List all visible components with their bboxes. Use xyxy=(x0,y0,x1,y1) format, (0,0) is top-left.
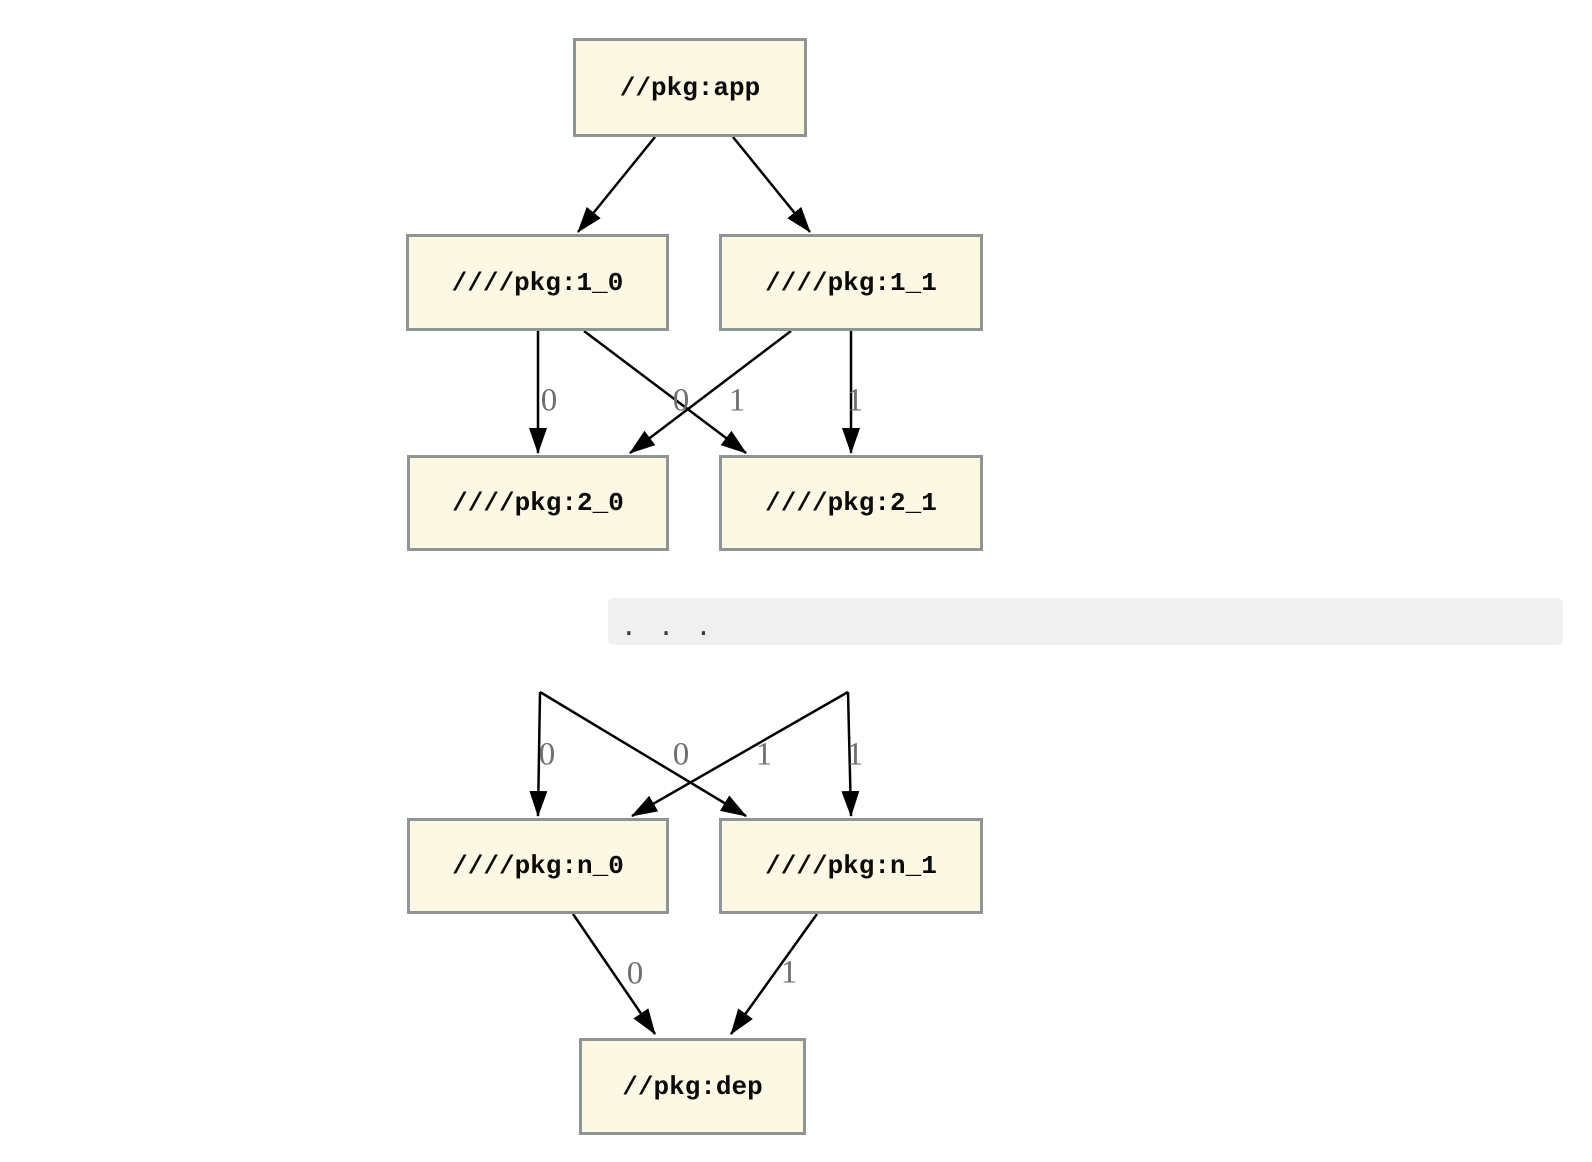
node-n-0: ////pkg:n_0 xyxy=(407,818,669,914)
ellipsis-text: . . . xyxy=(621,611,715,642)
ellipsis-band: . . . xyxy=(608,598,1563,645)
node-2-0: ////pkg:2_0 xyxy=(407,455,669,551)
edge-app-to-1-1 xyxy=(732,136,811,233)
node-app: //pkg:app xyxy=(573,38,807,137)
edge-label-ellipsis-to-n-1-left: 1 xyxy=(755,736,773,773)
edge-label-1-0-to-2-0: 0 xyxy=(540,382,558,419)
edge-label-ellipsis-to-n-1-right: 1 xyxy=(846,736,864,773)
node-n-1: ////pkg:n_1 xyxy=(719,818,983,914)
edge-label-ellipsis-to-n-0-right: 0 xyxy=(672,736,690,773)
edge-1-0-to-2-1 xyxy=(583,330,747,454)
edge-label-ellipsis-to-n-0-left: 0 xyxy=(538,736,556,773)
edge-label-n-0-to-dep: 0 xyxy=(626,955,644,992)
node-1-0: ////pkg:1_0 xyxy=(406,234,669,331)
node-2-1: ////pkg:2_1 xyxy=(719,455,983,551)
node-dep: //pkg:dep xyxy=(579,1038,806,1135)
edge-label-1-0-to-2-1: 1 xyxy=(728,382,746,419)
edge-ellipsis-r-to-n-0 xyxy=(631,690,849,818)
edge-app-to-1-0 xyxy=(577,136,656,233)
edge-ellipsis-l-to-n-1 xyxy=(539,690,747,818)
edge-n-1-to-dep xyxy=(729,913,819,1035)
edge-label-1-1-to-2-1: 1 xyxy=(846,382,864,419)
edge-label-1-1-to-2-0: 0 xyxy=(672,382,690,419)
edge-label-n-1-to-dep: 1 xyxy=(780,954,798,991)
edge-1-1-to-2-0 xyxy=(629,330,792,454)
node-1-1: ////pkg:1_1 xyxy=(719,234,983,331)
